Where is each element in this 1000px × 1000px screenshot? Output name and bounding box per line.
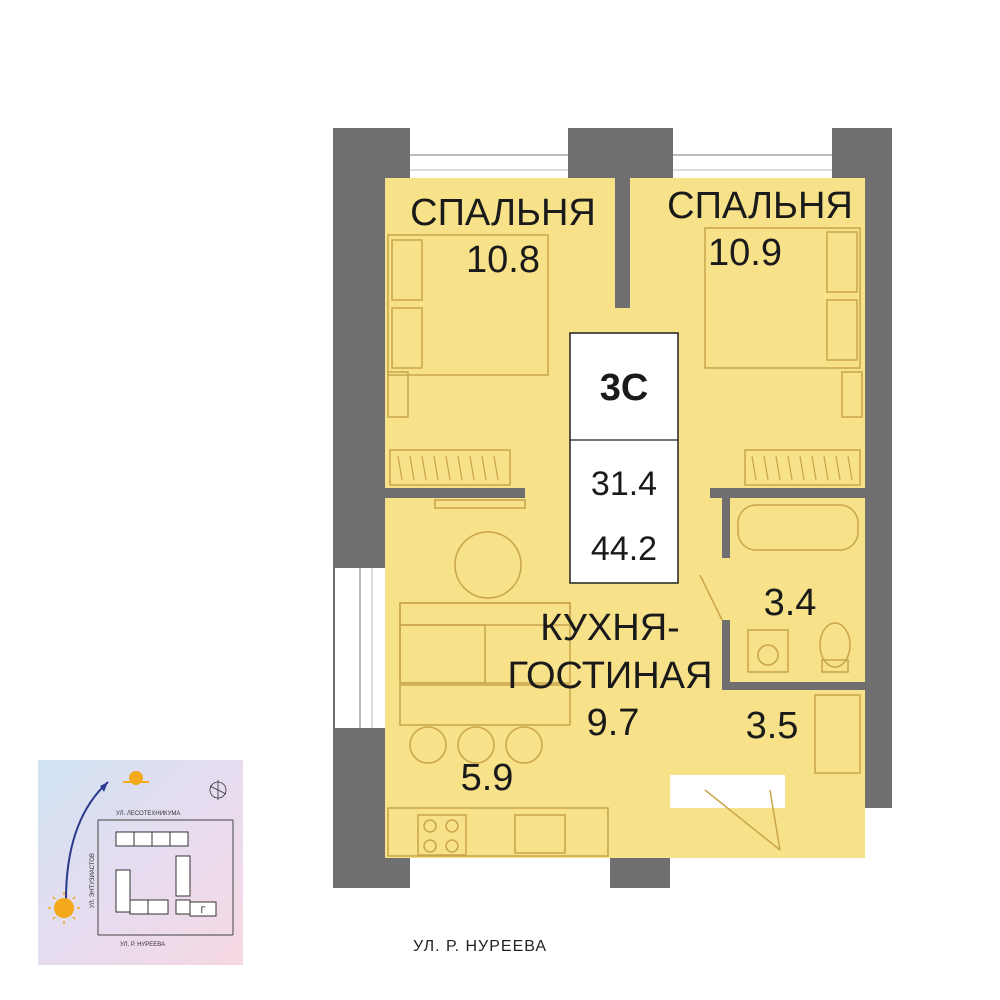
bedroom-left-area: 10.8 [466,239,540,281]
bathroom-area: 3.4 [764,582,817,624]
living-area: 9.7 [587,702,640,744]
bedroom-right-area: 10.9 [708,232,782,274]
interior-walls [385,178,880,780]
street-label-bottom: УЛ. Р. НУРЕЕВА [0,938,1000,956]
site-street-top: УЛ. ЛЕСОТЕХНИКУМА [116,811,180,817]
site-street-bottom: УЛ. Р. НУРЕЕВА [120,942,165,948]
arrow-head-icon [100,782,108,792]
furniture [387,227,863,857]
sun-path-arrow [65,781,109,901]
apartment-info-box: 3С 31.4 44.2 [569,332,679,584]
site-street-left: УЛ. ЭНТУЗИАСТОВ [90,853,96,908]
living-name-line1: КУХНЯ- [540,607,680,649]
room-labels: СПАЛЬНЯ 10.8 СПАЛЬНЯ 10.9 КУХНЯ- ГОСТИНА… [410,185,853,799]
bedroom-left-name: СПАЛЬНЯ [410,192,596,234]
apartment-type-code: 3С [600,367,649,409]
street-name: УЛ. Р. НУРЕЕВА [412,938,548,955]
closet-area: 3.5 [746,705,799,747]
total-area-value: 44.2 [591,530,657,568]
site-plan-map: Г УЛ. ЛЕСОТЕХНИКУМА УЛ. ЭНТУЗИАСТОВ УЛ. … [38,760,243,965]
site-building-marker: Г [201,905,206,915]
kitchen-area: 5.9 [461,757,514,799]
sun-icon [48,892,80,924]
compass-icon [209,780,227,800]
windows [335,130,832,728]
wardrobe-hatching [397,455,853,481]
site-buildings [115,831,217,917]
bedroom-right-name: СПАЛЬНЯ [667,185,853,227]
sun-icon [123,771,149,785]
living-name-line2: ГОСТИНАЯ [508,655,713,697]
living-area-value: 31.4 [591,465,657,503]
